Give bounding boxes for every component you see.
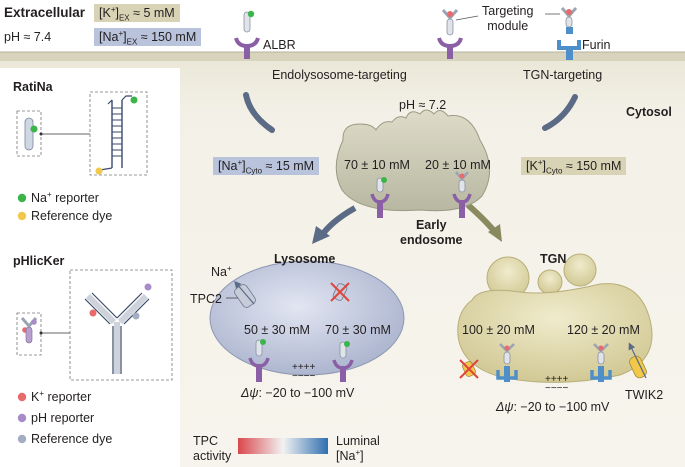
k-ex-box: [K+]EX ≈ 5 mM (94, 4, 180, 22)
ratina-graphic (16, 91, 148, 176)
na-ion-label: Na+ (211, 263, 232, 279)
endosome-na-value: 70 ± 10 mM (344, 158, 410, 172)
reference-dye-label-2: Reference dye (31, 432, 113, 446)
targeting-module-label: Targeting module (482, 4, 534, 33)
tgn-title: TGN (540, 252, 567, 266)
lysosome-k-sensor (332, 341, 354, 382)
tgn-na-value: 100 ± 20 mM (462, 323, 535, 337)
cytosol-title: Cytosol (626, 105, 672, 119)
k-reporter-label: K+ reporter (31, 388, 92, 404)
lysosome-na-value: 50 ± 30 mM (244, 323, 310, 337)
albr-sensor (234, 10, 260, 59)
tpc-activity-label: TPC activity (193, 434, 232, 463)
tgn-targeting-label: TGN-targeting (523, 68, 603, 82)
na-cyto-box: [Na+]Cyto ≈ 15 mM (213, 157, 320, 175)
tpc-gradient-bar (238, 438, 328, 454)
lysosome-na-sensor (248, 339, 270, 382)
endosome-k-sensor (452, 171, 472, 218)
tgn-potential: Δψ: −20 to −100 mV (496, 400, 610, 414)
furin-label: Furin (582, 38, 611, 52)
k-cyto-box: [K+]Cyto ≈ 150 mM (521, 157, 627, 175)
reference-dye-dot-1 (17, 211, 27, 221)
k-reporter-dot (17, 392, 27, 402)
endosome-k-value: 20 ± 10 mM (425, 158, 491, 172)
na-ex-box: [Na+]EX ≈ 150 mM (94, 28, 202, 46)
lysosome-minus: −−−− (292, 371, 316, 382)
tgn-retrograde-arrow (542, 94, 578, 131)
reference-dye-label-1: Reference dye (31, 209, 113, 223)
tgn-minus: −−−− (545, 383, 569, 394)
early-endosome (335, 109, 490, 212)
tgn-inhibited-mark (459, 359, 479, 379)
na-reporter-label: Na+ reporter (31, 189, 99, 205)
na-reporter-dot (17, 193, 27, 203)
phlicker-graphic (16, 269, 173, 381)
endosome-ph: pH ≈ 7.2 (399, 98, 447, 112)
extracellular-title: Extracellular (4, 5, 86, 20)
endosome-na-sensor (370, 177, 390, 218)
albr-label: ALBR (263, 38, 296, 52)
tgn-k-sensor (590, 343, 612, 382)
early-endosome-label: Early endosome (400, 218, 463, 247)
ph-reporter-label: pH reporter (31, 411, 95, 425)
targeting-module-pointer (455, 15, 479, 21)
targeting-module-sensor (437, 9, 463, 59)
endocytosis-arrow (243, 92, 275, 133)
twik2-label: TWIK2 (625, 388, 664, 402)
tpc2-channel (234, 280, 256, 308)
ratina-title: RatiNa (13, 80, 53, 94)
lysosome-plus: ++++ (292, 362, 316, 373)
extracellular-ph: pH ≈ 7.4 (4, 30, 52, 44)
lysosome-title: Lysosome (274, 252, 336, 266)
tgn-na-sensor (496, 343, 518, 382)
tgn-k-value: 120 ± 20 mM (567, 323, 640, 337)
luminal-na-label: Luminal[Na+] (336, 434, 380, 463)
lysosome (209, 260, 405, 376)
lysosome-potential: Δψ: −20 to −100 mV (241, 386, 355, 400)
plasma-membrane (0, 52, 685, 61)
tgn-plus: ++++ (545, 374, 569, 385)
tpc-inhibited-mark (330, 282, 350, 302)
furin-sensor (557, 7, 581, 60)
reference-dye-dot-2 (17, 434, 27, 444)
phlicker-title: pHlicKer (13, 254, 65, 268)
lysosome-k-value: 70 ± 30 mM (325, 323, 391, 337)
tpc2-label: TPC2 (190, 292, 222, 306)
ph-reporter-dot (17, 413, 27, 423)
twik2-channel (628, 342, 647, 379)
endolysosome-targeting-label: Endolysosome-targeting (272, 68, 407, 82)
